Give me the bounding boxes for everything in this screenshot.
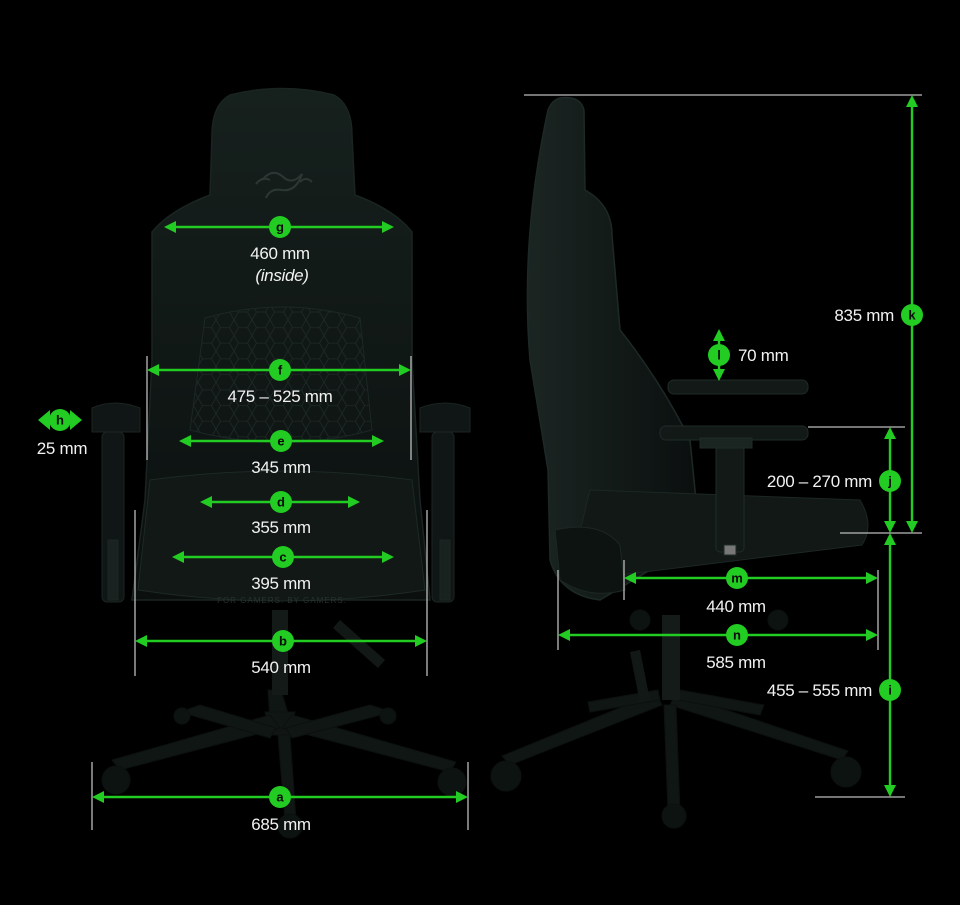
badge-g: g: [269, 216, 291, 238]
dimension-lines: [38, 95, 918, 803]
badge-d: d: [270, 491, 292, 513]
front-armrest-left: [91, 402, 141, 603]
badge-i: i: [879, 679, 901, 701]
seat-print: FOR GAMERS. BY GAMERS.: [217, 596, 347, 605]
side-armrest: [659, 379, 809, 556]
snake-logo-icon: [255, 171, 313, 199]
front-chair-base: [101, 689, 467, 839]
badge-m: m: [726, 567, 748, 589]
label-c: 395 mm: [251, 574, 311, 593]
svg-text:j: j: [887, 474, 892, 489]
svg-text:b: b: [279, 634, 287, 649]
badges: a b c d e f g h i j k l m n: [49, 216, 923, 808]
side-lever: [630, 650, 650, 703]
svg-text:a: a: [276, 790, 284, 805]
badge-b: b: [272, 630, 294, 652]
side-gas-lift: [662, 615, 680, 700]
label-i: 455 – 555 mm: [767, 681, 872, 700]
label-j: 200 – 270 mm: [767, 472, 872, 491]
badge-n: n: [726, 624, 748, 646]
label-f: 475 – 525 mm: [227, 387, 332, 406]
label-e: 345 mm: [251, 458, 311, 477]
label-h: 25 mm: [37, 439, 88, 458]
label-g-note: (inside): [255, 266, 308, 285]
svg-text:k: k: [908, 308, 916, 323]
svg-text:d: d: [277, 495, 285, 510]
badge-k: k: [901, 304, 923, 326]
label-l: 70 mm: [738, 346, 789, 365]
svg-text:l: l: [717, 348, 721, 363]
label-a: 685 mm: [251, 815, 311, 834]
label-k: 835 mm: [834, 306, 894, 325]
badge-j: j: [879, 470, 901, 492]
badge-e: e: [270, 430, 292, 452]
side-chair-base: [490, 609, 862, 829]
label-d: 355 mm: [251, 518, 311, 537]
badge-l: l: [708, 344, 730, 366]
label-g: 460 mm: [250, 244, 310, 263]
svg-text:f: f: [278, 363, 283, 378]
label-n: 585 mm: [706, 653, 766, 672]
side-chair: [490, 96, 869, 829]
front-lever: [333, 620, 385, 668]
svg-text:c: c: [279, 550, 286, 565]
svg-text:i: i: [888, 683, 892, 698]
svg-text:g: g: [276, 220, 284, 235]
side-tilt-mechanism: [554, 526, 626, 594]
front-gas-lift: [272, 610, 288, 695]
badge-h: h: [49, 409, 71, 431]
label-b: 540 mm: [251, 658, 311, 677]
badge-c: c: [272, 546, 294, 568]
label-m: 440 mm: [706, 597, 766, 616]
labels: 685 mm 540 mm 395 mm 355 mm 345 mm 475 –…: [37, 244, 895, 834]
svg-text:n: n: [733, 628, 741, 643]
svg-text:m: m: [731, 571, 743, 586]
svg-text:h: h: [56, 413, 64, 428]
extension-lines: [91, 94, 922, 830]
svg-text:e: e: [277, 434, 284, 449]
badge-f: f: [269, 359, 291, 381]
front-armrest-right: [419, 402, 471, 603]
badge-a: a: [269, 786, 291, 808]
